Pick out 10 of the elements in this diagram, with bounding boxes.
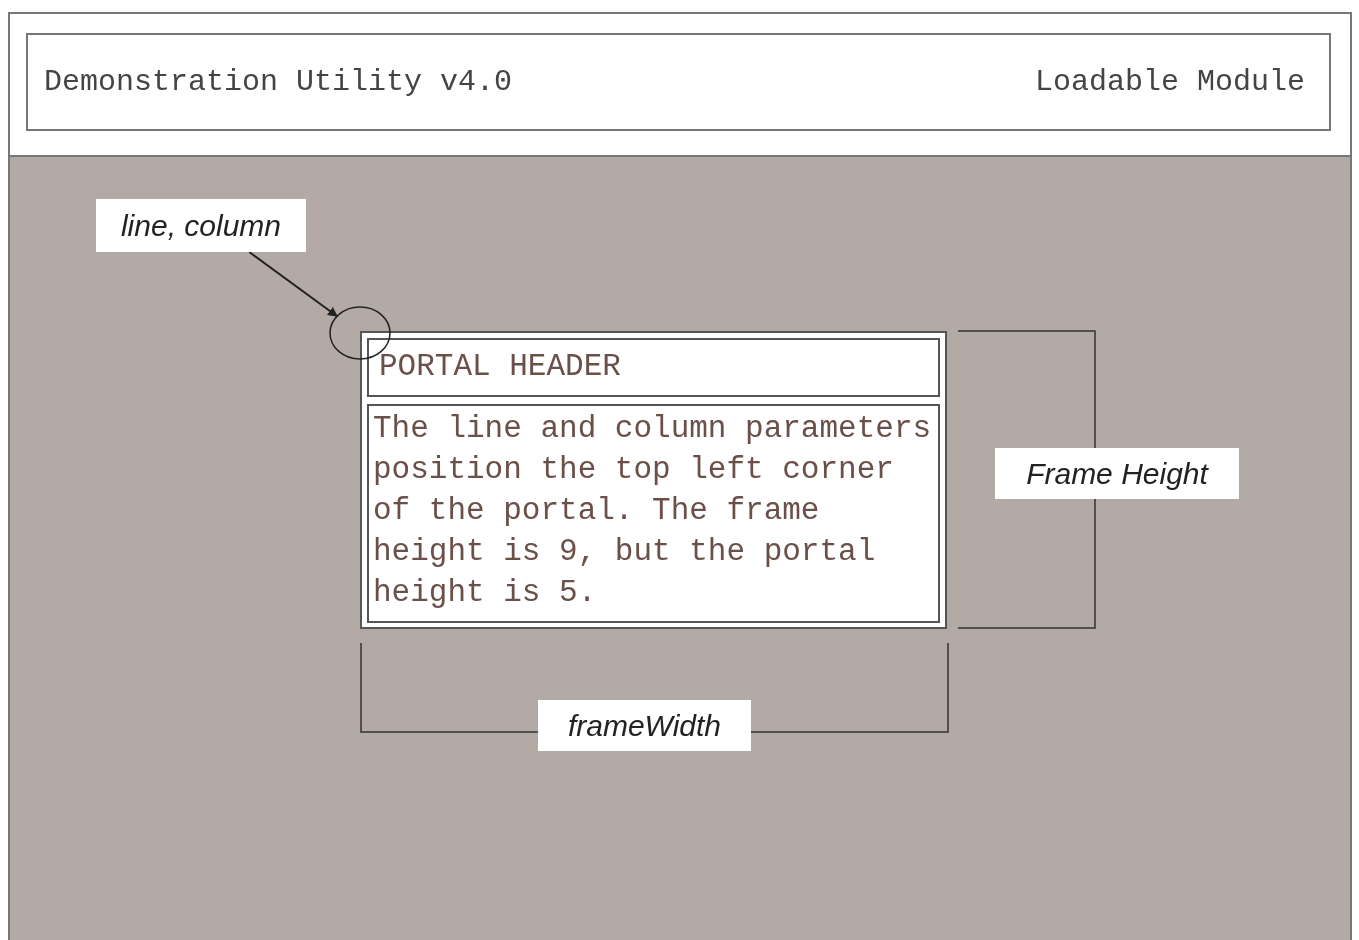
portal-header: PORTAL HEADER (367, 338, 940, 397)
title-bar (26, 33, 1331, 131)
portal-text: The line and column parameters position the top left corner of the portal. The frame height is 9, but the portal height is 5. (367, 404, 940, 623)
dimension-label: frameWidth (538, 700, 751, 751)
title-text: Loadable Module (1034, 65, 1305, 99)
title-text: Demonstration Utility v4.0 (44, 65, 513, 99)
dimension-label: Frame Height (995, 448, 1239, 499)
portal-frame (360, 331, 947, 629)
leader-arrow (248, 251, 339, 318)
callout-label: line, column (96, 199, 306, 252)
